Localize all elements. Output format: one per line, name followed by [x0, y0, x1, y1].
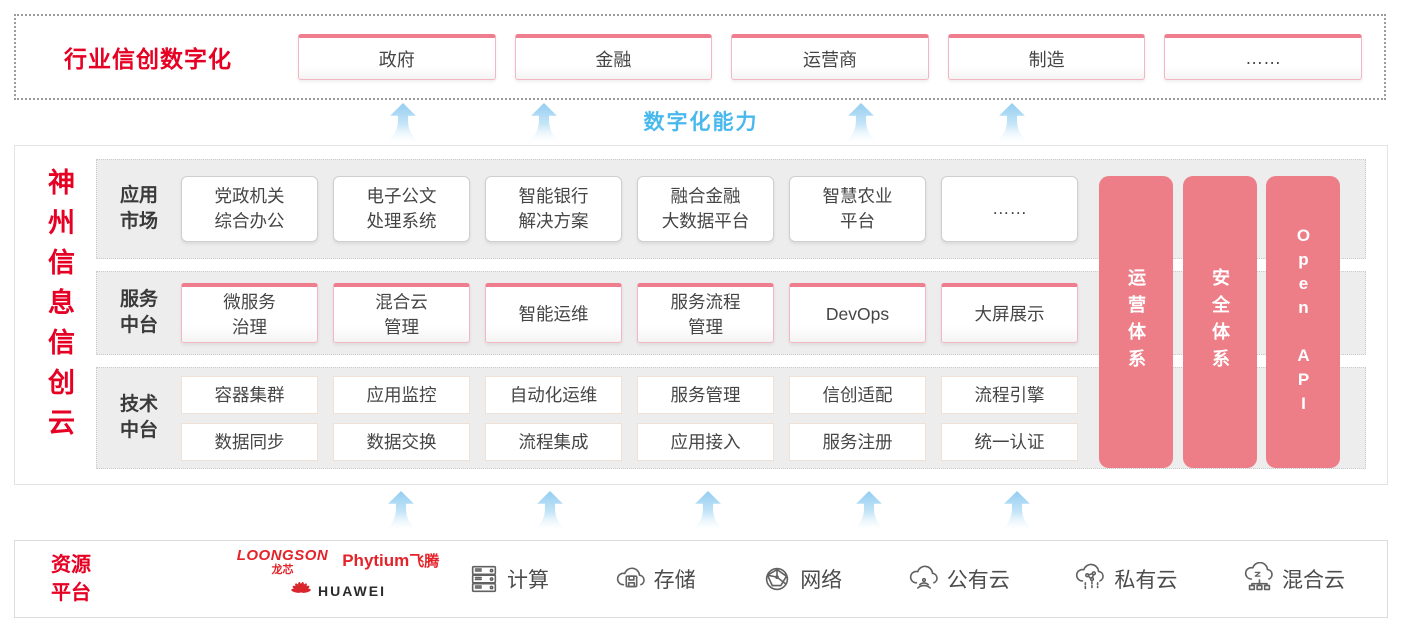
- service-card-hybrid-cloud-mgmt: 混合云 管理: [333, 283, 470, 343]
- service-card-microservice: 微服务 治理: [181, 283, 318, 343]
- up-arrow-icon: [382, 491, 420, 531]
- industry-card-government: 政府: [298, 34, 496, 80]
- industry-card-list: 政府 金融 运营商 制造 ……: [298, 34, 1362, 80]
- capability-label: 数字化能力: [643, 111, 759, 134]
- pillar-security-label: 安全体系: [1210, 268, 1230, 376]
- pillar-operation-system: 运营体系: [1099, 176, 1173, 468]
- service-card-service-process: 服务流程 管理: [637, 283, 774, 343]
- up-arrow-icon: [993, 103, 1031, 143]
- phytium-logo: Phytium飞腾: [342, 550, 439, 571]
- up-arrow-icon: [689, 491, 727, 531]
- service-card-list: 微服务 治理 混合云 管理 智能运维 服务流程 管理 DevOps 大屏展示: [181, 283, 1078, 343]
- tech-card-container-cluster: 容器集群: [181, 375, 318, 414]
- industry-card-manufacturing: 制造: [947, 34, 1146, 80]
- up-arrow-icon: [384, 103, 422, 143]
- tech-middle-label: 技术 中台: [119, 394, 158, 441]
- loongson-chinese: 龙芯: [271, 564, 294, 576]
- tech-card-service-mgmt: 服务管理: [637, 375, 774, 414]
- app-market-card-list: 党政机关 综合办公 电子公文 处理系统 智能银行 解决方案 融合金融 大数据平台…: [181, 176, 1078, 242]
- service-card-devops: DevOps: [789, 283, 926, 343]
- tech-card-automation-ops: 自动化运维: [485, 375, 622, 414]
- pillar-security-system: 安全体系: [1183, 176, 1257, 468]
- industry-section: 行业信创数字化 政府 金融 运营商 制造 ……: [14, 14, 1386, 100]
- tech-card-unified-auth: 统一认证: [941, 422, 1078, 461]
- resource-platform-title: 资源 平台: [51, 554, 91, 604]
- resource-item-label: 网络: [800, 569, 843, 592]
- tech-card-xinchuang-adapt: 信创适配: [789, 375, 926, 414]
- private-cloud-icon: [1076, 563, 1105, 590]
- hybrid-cloud-icon: [1244, 562, 1273, 591]
- loongson-wordmark: LOONGSON: [236, 547, 329, 564]
- public-cloud-icon: [909, 565, 938, 589]
- network-globe-icon: [765, 567, 789, 591]
- app-market-label: 应用 市场: [119, 185, 158, 232]
- service-middle-row: 服务 中台 微服务 治理 混合云 管理 智能运维 服务流程 管理 DevOps …: [96, 271, 1366, 355]
- service-middle-label: 服务 中台: [119, 289, 158, 336]
- industry-card-operator: 运营商: [731, 34, 929, 80]
- storage-cloud-icon: [616, 567, 645, 588]
- tech-card-app-monitoring: 应用监控: [333, 375, 470, 414]
- resource-item-label: 公有云: [946, 569, 1010, 592]
- app-card-smart-agriculture: 智慧农业 平台: [789, 176, 926, 242]
- tech-card-app-access: 应用接入: [637, 422, 774, 461]
- industry-title: 行业信创数字化: [64, 46, 232, 72]
- industry-card-finance: 金融: [514, 34, 713, 80]
- phytium-wordmark: Phytium: [342, 551, 410, 570]
- resource-item-label: 混合云: [1281, 569, 1345, 592]
- resource-item-hybrid-cloud: 混合云: [1242, 562, 1345, 596]
- up-arrow-icon: [850, 491, 888, 531]
- resource-item-network: 网络: [760, 562, 842, 596]
- pillar-open-api-label: Open API: [1294, 226, 1313, 418]
- pillar-operation-label: 运营体系: [1126, 268, 1146, 376]
- vendor-logos: LOONGSON 龙芯 Phytium飞腾 HUAWE: [213, 547, 463, 601]
- industry-card-more: ……: [1164, 34, 1362, 80]
- tech-card-grid: 容器集群 应用监控 自动化运维 服务管理 信创适配 流程引擎 数据同步 数据交换…: [181, 375, 1078, 461]
- resource-item-label: 计算: [507, 569, 549, 592]
- resource-item-list: 计算 存储 网络 公有云: [467, 541, 1345, 617]
- service-card-aiops: 智能运维: [485, 283, 622, 343]
- cloud-platform-title: 神州信息信创云: [44, 168, 74, 448]
- resource-item-public-cloud: 公有云: [907, 562, 1010, 596]
- up-arrow-icon: [531, 491, 569, 531]
- tech-card-process-integration: 流程集成: [485, 422, 622, 461]
- huawei-flower-icon: [291, 581, 311, 593]
- resource-item-private-cloud: 私有云: [1074, 562, 1177, 596]
- tech-middle-row: 技术 中台 容器集群 应用监控 自动化运维 服务管理 信创适配 流程引擎 数据同…: [96, 367, 1366, 469]
- tech-card-service-registry: 服务注册: [789, 422, 926, 461]
- huawei-logo: HUAWEI: [213, 581, 463, 601]
- app-card-finance-bigdata: 融合金融 大数据平台: [637, 176, 774, 242]
- app-card-edoc-system: 电子公文 处理系统: [333, 176, 470, 242]
- server-icon: [471, 565, 497, 593]
- app-market-row: 应用 市场 党政机关 综合办公 电子公文 处理系统 智能银行 解决方案 融合金融…: [96, 159, 1366, 259]
- app-card-party-gov-office: 党政机关 综合办公: [181, 176, 318, 242]
- up-arrow-icon: [998, 491, 1036, 531]
- resource-item-storage: 存储: [614, 562, 696, 596]
- resource-item-compute: 计算: [467, 562, 549, 596]
- service-card-dashboard: 大屏展示: [941, 283, 1078, 343]
- loongson-logo: LOONGSON 龙芯: [237, 547, 329, 577]
- app-card-more: ……: [941, 176, 1078, 242]
- app-card-smart-banking: 智能银行 解决方案: [485, 176, 622, 242]
- huawei-wordmark: HUAWEI: [318, 583, 386, 599]
- resource-item-label: 私有云: [1114, 569, 1178, 592]
- resource-item-label: 存储: [653, 569, 696, 592]
- cloud-platform-panel: 神州信息信创云 应用 市场 党政机关 综合办公 电子公文 处理系统 智能银行 解…: [14, 145, 1388, 485]
- up-arrow-icon: [842, 103, 880, 143]
- tech-card-data-exchange: 数据交换: [333, 422, 470, 461]
- up-arrow-icon: [525, 103, 563, 143]
- resource-platform-section: 资源 平台 LOONGSON 龙芯 Phytium飞腾: [14, 540, 1388, 618]
- pillar-open-api: Open API: [1266, 176, 1340, 468]
- phytium-chinese: 飞腾: [409, 553, 440, 570]
- tech-card-data-sync: 数据同步: [181, 422, 318, 461]
- tech-card-process-engine: 流程引擎: [941, 375, 1078, 414]
